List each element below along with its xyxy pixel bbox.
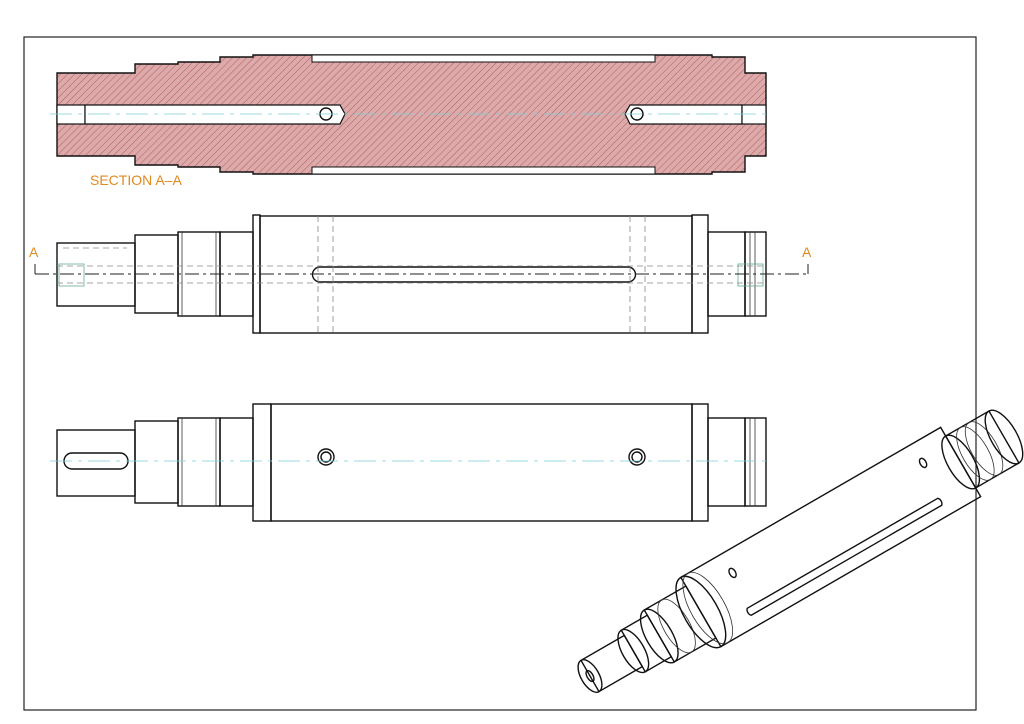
cut-marker-left: A — [29, 244, 39, 260]
top-view — [50, 403, 772, 522]
section-label: SECTION A–A — [90, 172, 182, 188]
front-view — [34, 214, 809, 334]
sheet-border — [23, 36, 977, 711]
section-view — [50, 54, 772, 175]
isometric-view — [577, 409, 1024, 693]
cut-marker-right: A — [802, 244, 812, 260]
